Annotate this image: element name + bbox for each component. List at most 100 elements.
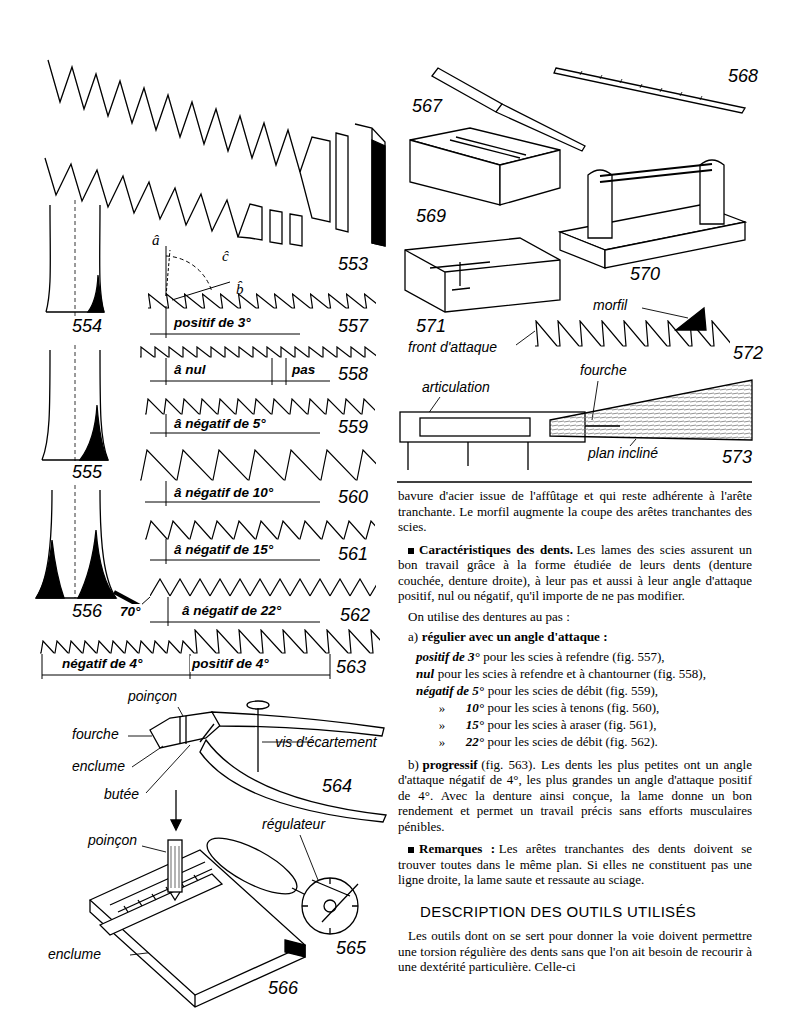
saw-stand [600, 164, 712, 182]
figure-number: 572 [733, 343, 763, 364]
tooth-section [75, 485, 76, 598]
callout-label: poinçon [88, 832, 137, 848]
tooth-section [36, 200, 116, 598]
saw-set-pliers [247, 701, 269, 709]
setting-device [420, 418, 530, 436]
saw-clamp [405, 238, 560, 312]
figure-number: 560 [338, 487, 368, 508]
ditto-mark: » [422, 716, 462, 733]
set-teeth-figure [48, 60, 300, 172]
regulator [312, 880, 358, 922]
leader-line [300, 835, 318, 880]
tooth-section [78, 530, 116, 598]
angle-dimension: 70° [118, 604, 142, 620]
figure-number: 558 [338, 364, 368, 385]
anvil-block [285, 940, 305, 957]
figure-number: 568 [728, 66, 758, 87]
callout-label: butée [104, 786, 139, 802]
tooth-rows [140, 449, 376, 482]
saw-clamp [405, 238, 560, 312]
dimension-line [150, 358, 330, 385]
angle-letter: b̂ [236, 281, 244, 298]
tooth-section [80, 405, 108, 460]
tooth-rows [145, 398, 375, 416]
ditto-mark: » [422, 699, 462, 716]
paragraph: Remarques :Les arêtes tranchantes des de… [398, 841, 752, 888]
figure-number: 556 [72, 601, 102, 622]
list-term: 10° [466, 700, 484, 715]
callout-label: fourche [72, 726, 119, 742]
body-text: pour les scies de débit (fig. 562). [487, 734, 657, 749]
paragraph: b)progressif(fig. 563). Les dents les pl… [398, 757, 752, 835]
set-teeth-figure [355, 124, 385, 246]
tooth-rows [148, 293, 376, 310]
leader-line [132, 746, 163, 767]
body-text: pour les scies à refendre (fig. 557), [483, 649, 664, 664]
dimension-line [145, 481, 320, 506]
anvil-block [110, 862, 212, 912]
list-term: 22° [466, 734, 484, 749]
angle-dimension: positif de 3° [172, 315, 253, 331]
figure-number: 555 [72, 462, 102, 483]
morfil-teeth [676, 308, 706, 330]
body-text: Les outils dont on se sert pour donner l… [398, 928, 752, 974]
figure-number: 564 [322, 776, 352, 797]
figure-number: 566 [268, 978, 298, 999]
leader-line [178, 707, 183, 716]
line-art [36, 60, 752, 1007]
callout-label: vis d'écartement [274, 735, 378, 750]
body-text: pour les scies de débit (fig. 559), [488, 683, 658, 698]
regulator [200, 828, 304, 905]
figure-number: 562 [340, 605, 370, 626]
set-teeth-figure [336, 133, 348, 232]
figure-number: 570 [630, 264, 660, 285]
tooth-section [36, 540, 64, 598]
bullet-square [408, 548, 414, 554]
leader-line [630, 439, 636, 446]
angle-construction [166, 246, 230, 300]
paragraph: Caractéristiques des dents.Les lames des… [398, 542, 752, 604]
body-text: a) [408, 629, 418, 644]
set-teeth-figure [45, 60, 385, 246]
dimension-line [150, 597, 320, 626]
angle-dimension: â négatif de 22° [180, 603, 283, 619]
leader-line [142, 846, 166, 852]
saw-clamp [405, 250, 560, 312]
paragraph: bavure d'acier issue de l'affûtage et qu… [398, 488, 752, 535]
punch-arrow [171, 790, 181, 830]
dimension-line [42, 306, 330, 679]
section-heading: DESCRIPTION DES OUTILS UTILISÉS [420, 903, 696, 920]
angle-dimension: négatif de 4° [60, 656, 144, 672]
bold-lead: Caractéristiques des dents. [419, 542, 573, 557]
saw-set-pliers [200, 724, 214, 742]
list-term: nul [416, 666, 434, 681]
figure-number: 554 [72, 316, 102, 337]
figure-number: 557 [338, 316, 368, 337]
column-rule [397, 481, 752, 482]
saw-set-pliers [200, 740, 386, 822]
saw-vise-block [450, 137, 526, 158]
saw-stand [560, 160, 745, 268]
paragraph: négatif de 5°pour les scies de débit (fi… [398, 682, 752, 699]
angle-dimension: pas [290, 362, 317, 378]
figure-number: 565 [336, 938, 366, 959]
tooth-section [88, 275, 104, 312]
callout-label: morfil [593, 297, 627, 313]
list-term: 15° [466, 717, 484, 732]
tooth-rows [40, 640, 194, 655]
figure-number: 563 [336, 657, 366, 678]
callout-label: fourche [580, 362, 627, 378]
paragraph: nul pour les scies à refendre et à chanto… [398, 665, 752, 682]
setting-device [400, 380, 752, 470]
angle-dimension: â nul [172, 362, 208, 378]
figure-number: 559 [338, 417, 368, 438]
angle-letter: â [152, 232, 160, 249]
saw-set-pliers [212, 712, 384, 736]
list-term: positif de 3° [416, 649, 480, 664]
anvil-block [170, 892, 180, 900]
dimension-line [42, 654, 330, 679]
figure-number: 573 [722, 447, 752, 468]
body-text: On utilise des dentures au pas : [408, 609, 570, 624]
body-text: pour les scies à refendre et à chantourn… [438, 666, 706, 681]
